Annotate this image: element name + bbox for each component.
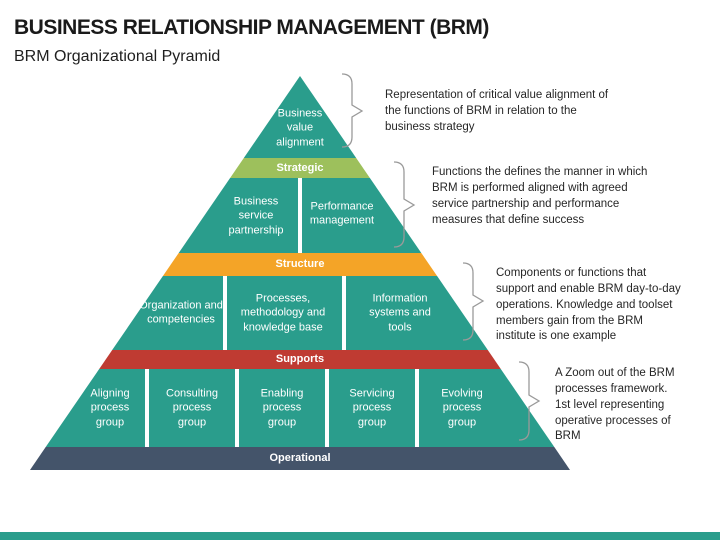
tier4-divider-2 [235,369,239,447]
tier2-divider [298,178,302,253]
tier-3-shape [112,276,488,350]
tier4-divider-3 [325,369,329,447]
annotation-operational: A Zoom out of the BRM processes framewor… [555,367,675,443]
tier3-divider-2 [342,276,346,350]
label-aligning-process-group: Aligning process group [90,387,130,429]
label-information-systems-and-tools: Information systems and tools [369,292,431,334]
tier4-divider-4 [415,369,419,447]
brace-4-icon [518,361,541,441]
annotation-structure: Functions the defines the manner in whic… [432,166,648,226]
tier3-divider-1 [223,276,227,350]
label-organization-and-competencies: Organization and competencies [139,299,223,326]
footer-accent-bar [0,532,720,540]
label-operational-band: Operational [269,452,331,464]
band-supports-shape [99,350,501,369]
label-supports-band: Supports [275,353,325,365]
band-operational-shape [30,447,570,470]
label-business-value-alignment: Business value alignment [276,107,324,149]
label-business-service-partnership: Business service partnership [228,195,284,237]
label-consulting-process-group: Consulting process group [166,387,218,429]
brace-2-icon [393,161,416,248]
label-servicing-process-group: Servicing process group [349,387,395,429]
tier4-divider-1 [145,369,149,447]
label-enabling-process-group: Enabling process group [260,387,304,429]
brace-3-icon [462,262,485,341]
annotation-supports: Components or functions that support and… [496,267,681,343]
label-structure-band: Structure [275,258,325,270]
label-strategic-band: Strategic [276,162,324,174]
annotation-strategic: Representation of critical value alignme… [385,89,609,133]
tier-business-value-alignment-shape [243,76,357,158]
band-strategic-shape [230,158,370,178]
label-evolving-process-group: Evolving process group [441,387,483,429]
band-structure-shape [162,253,438,276]
tier-4-shape [45,369,555,447]
label-performance-management: Performance management [309,200,375,227]
label-processes-methodology-knowledge-base: Processes, methodology and knowledge bas… [240,292,326,334]
page-subtitle: BRM Organizational Pyramid [14,48,221,65]
brace-1-icon [341,73,364,148]
page-title: BUSINESS RELATIONSHIP MANAGEMENT (BRM) [14,16,489,39]
